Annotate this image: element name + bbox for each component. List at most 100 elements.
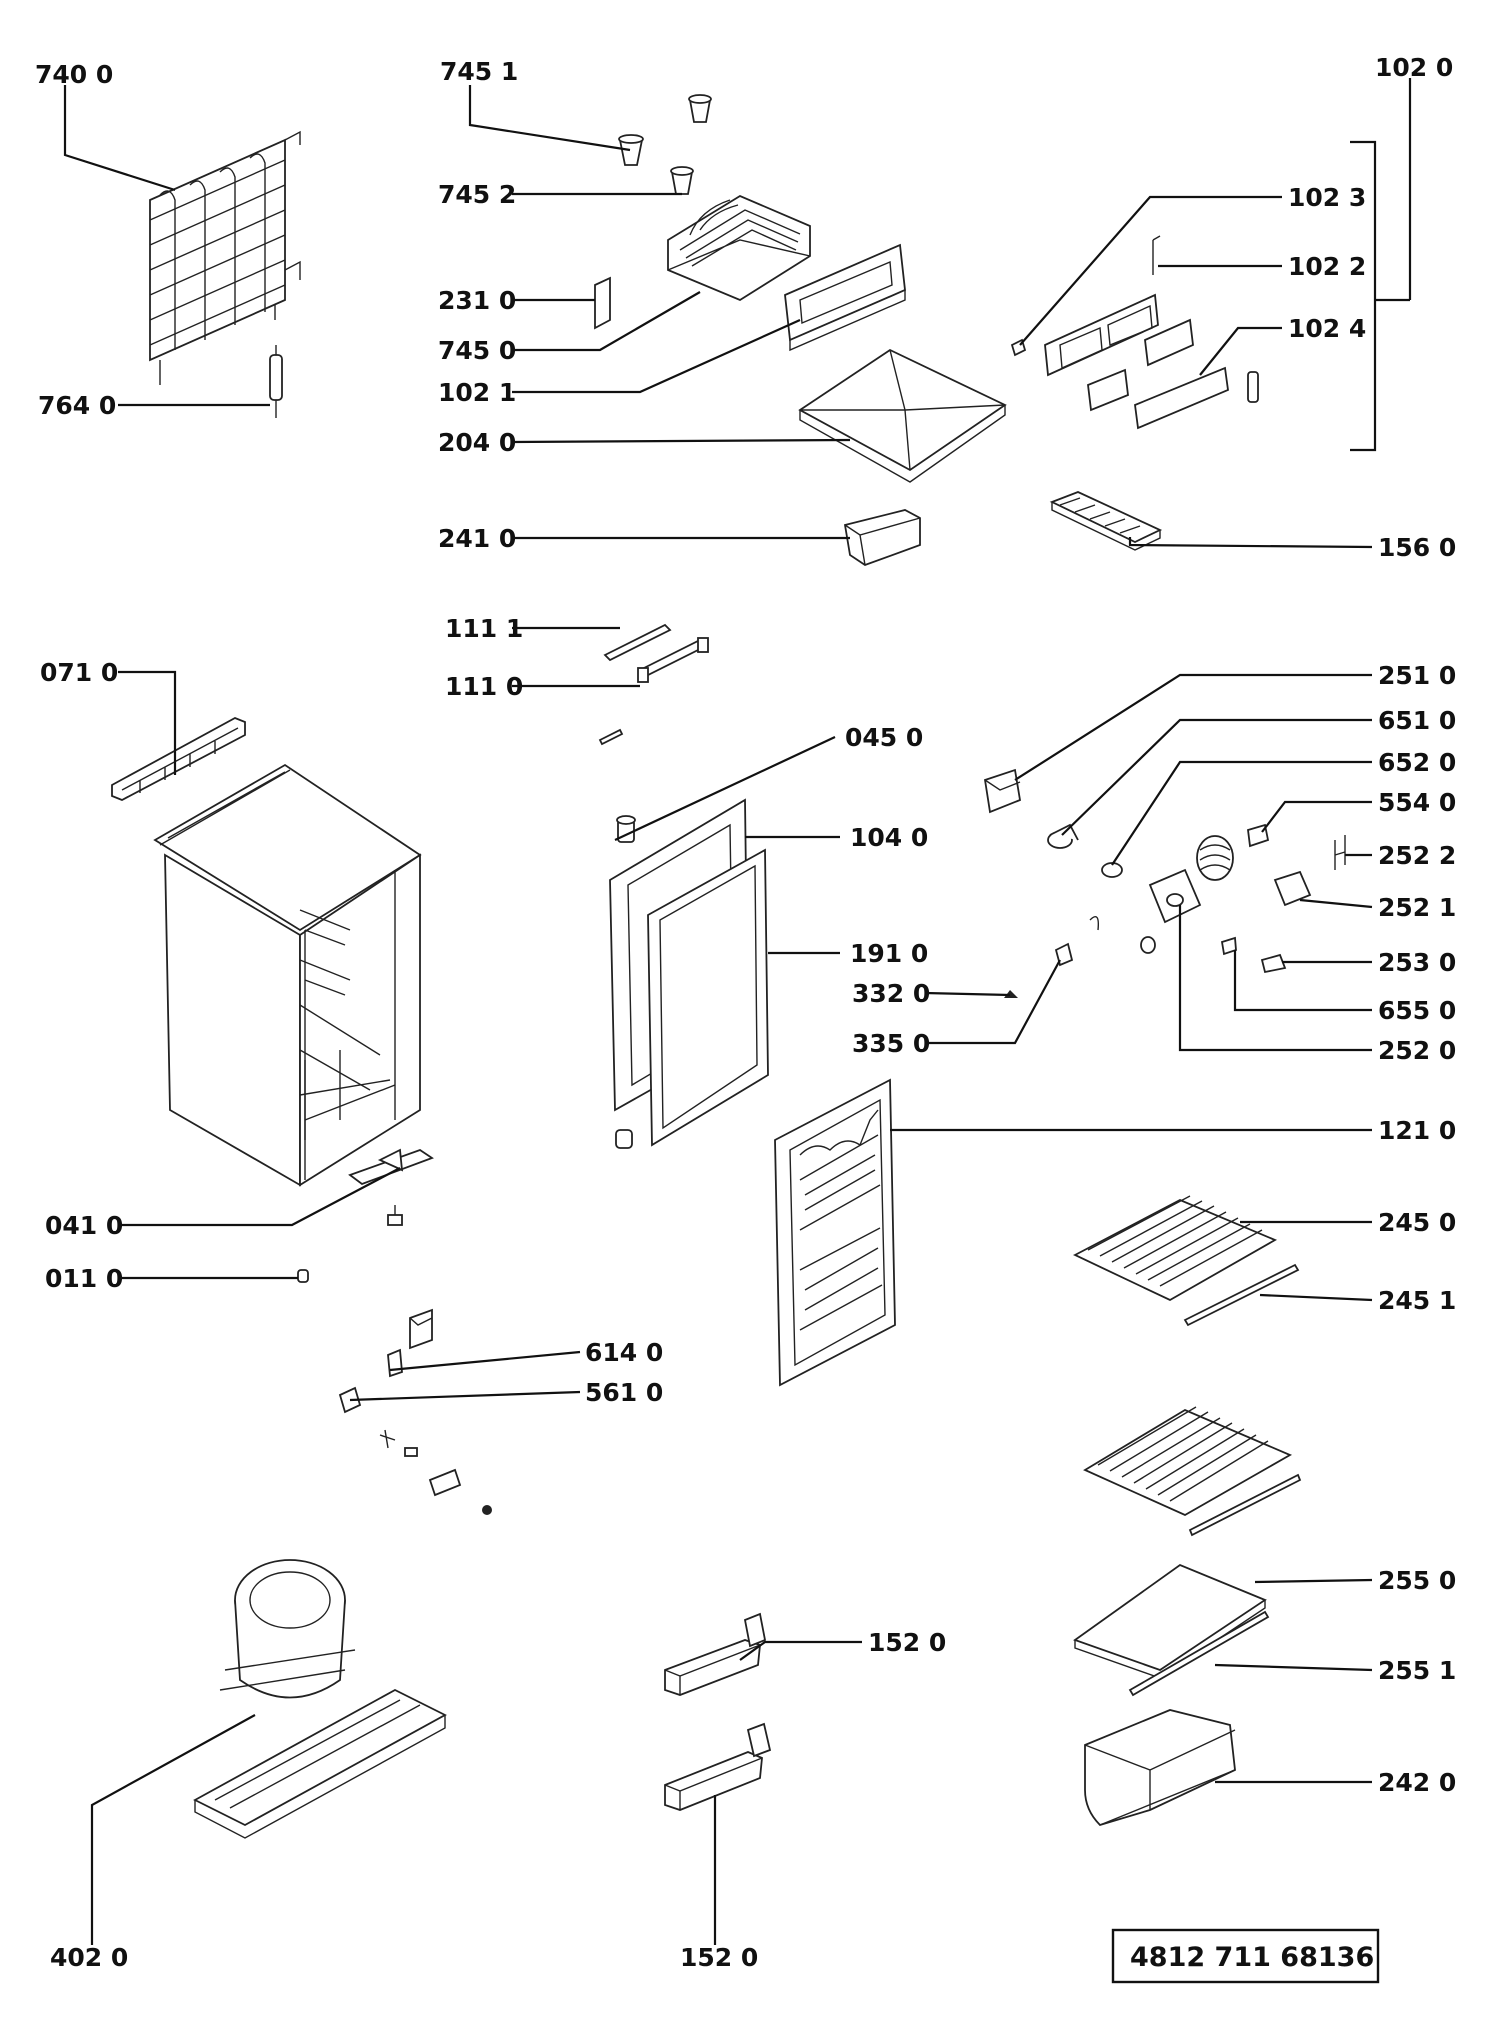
label-2420: 242 0 — [1378, 1768, 1456, 1797]
leader-lines — [63, 85, 1373, 1945]
label-7451: 745 1 — [440, 57, 518, 86]
label-1023: 102 3 — [1288, 183, 1366, 212]
label-3350: 335 0 — [852, 1029, 930, 1058]
label-1560: 156 0 — [1378, 533, 1456, 562]
evaporator — [667, 194, 811, 302]
small-knob — [1140, 936, 1156, 954]
handle-screw — [598, 728, 624, 746]
label-2530: 253 0 — [1378, 948, 1456, 977]
label-2451: 245 1 — [1378, 1286, 1456, 1315]
label-1022: 102 2 — [1288, 252, 1366, 281]
butter-box — [843, 509, 921, 567]
label-2450: 245 0 — [1378, 1208, 1456, 1237]
handle-cover — [603, 623, 672, 662]
bracket-231 — [594, 276, 611, 330]
overload-relay — [387, 1348, 403, 1378]
crisper-drawer — [1084, 1709, 1236, 1827]
ice-cube-tray — [1049, 491, 1163, 551]
label-2522: 252 2 — [1378, 841, 1456, 870]
glass-shelf — [1073, 1563, 1267, 1679]
label-0110: 011 0 — [45, 1264, 123, 1293]
lamp-socket — [1101, 862, 1123, 878]
label-1111: 111 1 — [445, 614, 523, 643]
leveling-foot — [387, 1205, 403, 1226]
label-7400: 740 0 — [35, 60, 113, 89]
thermostat-knob — [1260, 953, 1287, 974]
wire-shelf-1 — [1072, 1195, 1278, 1302]
relay-bracket — [409, 1308, 433, 1350]
lamp-holder — [1047, 823, 1079, 849]
thermostat-switch — [1273, 870, 1312, 907]
filter-drier — [269, 345, 283, 418]
label-6550: 655 0 — [1378, 996, 1456, 1025]
compressor-base-plate — [193, 1688, 447, 1839]
label-1520-bottom: 152 0 — [680, 1943, 758, 1972]
thermostat-housing — [983, 768, 1022, 814]
label-7450: 745 0 — [438, 336, 516, 365]
label-2410: 241 0 — [438, 524, 516, 553]
top-rail — [111, 717, 246, 801]
small-hardware — [379, 1429, 492, 1515]
label-2040: 204 0 — [438, 428, 516, 457]
small-plug — [297, 1269, 309, 1283]
label-2310: 231 0 — [438, 286, 516, 315]
label-1020: 102 0 — [1375, 53, 1453, 82]
label-1910: 191 0 — [850, 939, 928, 968]
door-gasket — [647, 848, 769, 1147]
door-flap-1 — [1087, 318, 1194, 412]
evaporator-clip-2 — [670, 166, 694, 195]
control-box — [1148, 868, 1202, 924]
shelf-trim-2 — [1188, 1473, 1302, 1537]
wire-shelf-2 — [1083, 1406, 1293, 1517]
part-labels: 740 0 745 1 745 2 231 0 745 0 102 1 764 … — [35, 53, 1456, 1972]
hinge-pin-bottom — [615, 1129, 633, 1149]
shelf-trim-1 — [1183, 1263, 1300, 1327]
evaporator-clip-1 — [618, 134, 644, 166]
label-1110: 111 0 — [445, 672, 523, 701]
label-6140: 614 0 — [585, 1338, 663, 1367]
label-6510: 651 0 — [1378, 706, 1456, 735]
door-shelf-1 — [664, 1612, 767, 1696]
label-0410: 041 0 — [45, 1211, 123, 1240]
label-2521: 252 1 — [1378, 893, 1456, 922]
label-0450: 045 0 — [845, 723, 923, 752]
evaporator-clip-top — [688, 94, 712, 123]
refrigerator-cabinet — [153, 763, 422, 1187]
glass-shelf-trim — [1128, 1610, 1270, 1697]
freezer-door-panel — [1044, 293, 1159, 377]
drip-tray — [798, 348, 1007, 483]
label-2520: 252 0 — [1378, 1036, 1456, 1065]
label-1024: 102 4 — [1288, 314, 1366, 343]
inner-door-liner — [774, 1078, 896, 1387]
part-number: 4812 711 68136 — [1130, 1942, 1374, 1973]
lamp-spring — [1089, 916, 1100, 931]
door-hinge-pin — [1152, 235, 1161, 275]
label-6520: 652 0 — [1378, 748, 1456, 777]
label-1520-top: 152 0 — [868, 1628, 946, 1657]
label-4020: 402 0 — [50, 1943, 128, 1972]
label-1210: 121 0 — [1378, 1116, 1456, 1145]
label-2510: 251 0 — [1378, 661, 1456, 690]
label-2551: 255 1 — [1378, 1656, 1456, 1685]
lamp-clip — [1054, 942, 1074, 967]
label-1040: 104 0 — [850, 823, 928, 852]
switch-bracket — [1334, 835, 1346, 870]
condenser-coil — [149, 130, 301, 385]
compressor — [219, 1559, 356, 1699]
label-7452: 745 2 — [438, 180, 516, 209]
thermostat-spring — [1196, 823, 1270, 881]
leveling-foot-plate — [348, 1148, 434, 1186]
door-handle — [637, 637, 709, 683]
label-5540: 554 0 — [1378, 788, 1456, 817]
label-0710: 071 0 — [40, 658, 118, 687]
label-1021: 102 1 — [438, 378, 516, 407]
group-bracket-1020 — [1350, 78, 1412, 452]
door-flap-2 — [1134, 366, 1259, 430]
label-7640: 764 0 — [38, 391, 116, 420]
door-shelf-2 — [664, 1722, 772, 1811]
label-3320: 332 0 — [852, 979, 930, 1008]
part-number-box: 4812 711 68136 — [1111, 1928, 1380, 1984]
label-2550: 255 0 — [1378, 1566, 1456, 1595]
label-5610: 561 0 — [585, 1378, 663, 1407]
